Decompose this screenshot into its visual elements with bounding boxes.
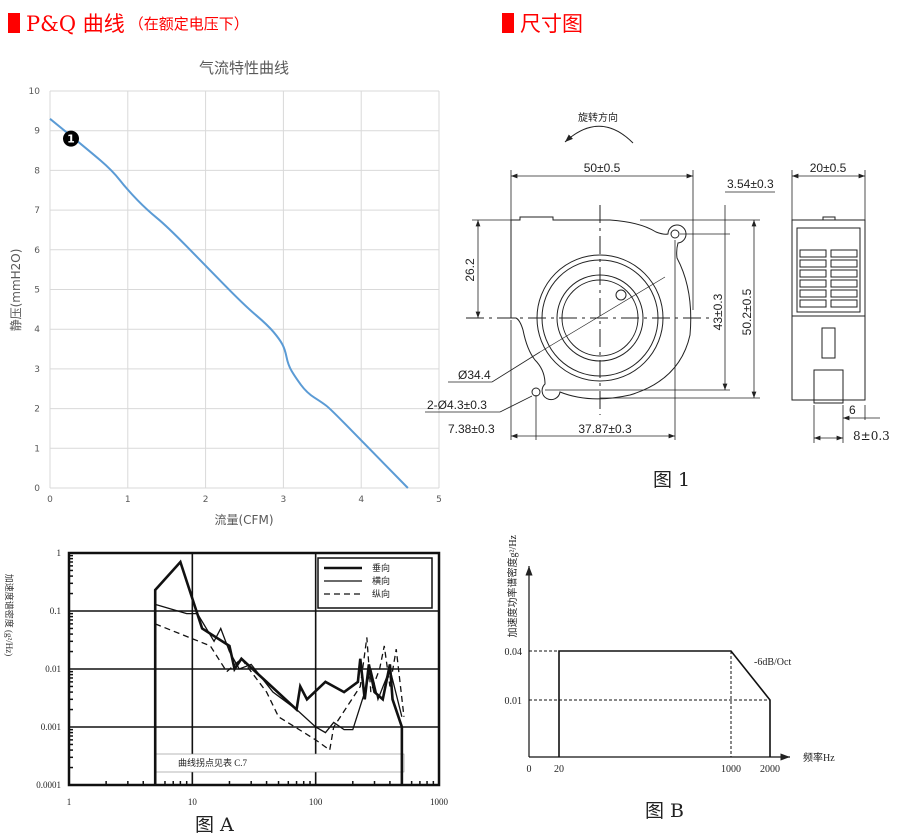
- vent-slot: [830, 279, 858, 288]
- figure-b-caption: 图 B: [645, 800, 685, 822]
- x-tick-label: 2: [203, 495, 209, 505]
- x-tick-label: 100: [309, 797, 323, 807]
- legend-label: 纵向: [372, 588, 390, 599]
- y-tick-label: 1: [34, 444, 40, 454]
- x-tick-label: 10: [188, 797, 198, 807]
- y-tick-label: 8: [34, 166, 40, 176]
- y-tick-label: 7: [34, 206, 40, 216]
- dim-x-738: 7.38±0.3: [448, 422, 495, 436]
- dim-outlet-6: 6: [849, 403, 856, 417]
- chart-a-y-label: 加速度谱密度 (g²/Hz): [4, 574, 15, 656]
- x-tick-label: 20: [554, 764, 564, 775]
- figure-a-caption: 图 A: [195, 814, 234, 836]
- vent-slot: [799, 259, 827, 268]
- chart-b-x-label: 频率Hz: [803, 751, 835, 764]
- y-tick-label: 6: [34, 246, 40, 256]
- vent-slot: [799, 279, 827, 288]
- figure-1-caption: 图 1: [653, 469, 691, 491]
- x-tick-label: 1000: [721, 764, 741, 775]
- x-tick-label: 0: [47, 495, 53, 505]
- y-tick-label: 10: [29, 87, 41, 97]
- x-tick-label: 1: [67, 797, 72, 807]
- y-tick-label: 0.1: [50, 606, 61, 616]
- y-tick-label: 0.01: [45, 664, 61, 674]
- vent-slot: [830, 299, 858, 308]
- y-tick-label: 1: [57, 548, 62, 558]
- x-tick-label: 4: [358, 495, 364, 505]
- vent-slot: [799, 299, 827, 308]
- vent-slot: [830, 249, 858, 258]
- y-tick-label: 0.001: [41, 722, 61, 732]
- y-tick-label: 0.0001: [36, 780, 61, 790]
- dim-diameter: Ø34.4: [458, 368, 491, 382]
- series-line-thin: [155, 603, 403, 734]
- x-tick-label: 1: [125, 495, 131, 505]
- psd-profile-line: [558, 650, 771, 757]
- dim-side-width: 20±0.5: [810, 161, 847, 175]
- pq-title: P&Q 曲线: [26, 12, 125, 36]
- dim-x-3787: 37.87±0.3: [578, 422, 632, 436]
- y-tick-label: 5: [34, 286, 40, 296]
- dim-top-offset: 3.54±0.3: [727, 177, 774, 191]
- y-tick-label: 4: [34, 325, 40, 335]
- pq-curve: [49, 118, 409, 489]
- vent-slot: [799, 289, 827, 298]
- x-tick-label: 5: [436, 495, 442, 505]
- dimension-section-header: 尺寸图: [502, 8, 583, 38]
- dim-width: 50±0.5: [584, 161, 621, 175]
- legend-label: 垂向: [372, 562, 390, 573]
- point-marker-label: 1: [67, 133, 75, 146]
- dim-outlet-8: 8±0.3: [853, 429, 890, 443]
- x-tick-label: 3: [281, 495, 287, 505]
- chart-a-note: 曲线拐点见表 C.7: [178, 757, 248, 768]
- y-tick-label: 0: [34, 484, 40, 494]
- pq-subtitle: （在额定电压下）: [128, 14, 249, 33]
- pq-section-header: P&Q 曲线 （在额定电压下）: [8, 8, 249, 38]
- vent-slot: [799, 269, 827, 278]
- red-marker-icon: [502, 13, 514, 33]
- legend-label: 横向: [372, 575, 390, 586]
- series-line-thick: [153, 559, 404, 785]
- y-tick-label: 0.04: [505, 647, 523, 658]
- dim-height-26: 26.2: [463, 258, 477, 282]
- dim-height-43: 43±0.3: [711, 293, 725, 330]
- dim-height-50: 50.2±0.5: [740, 288, 754, 335]
- point-marker: 1: [63, 130, 80, 147]
- pq-x-label: 流量(CFM): [215, 513, 274, 527]
- y-tick-label: 3: [34, 365, 40, 375]
- chart-b-y-label: 加速度功率谱密度g²/Hz: [506, 534, 519, 637]
- x-tick-label: 2000: [760, 764, 780, 775]
- pq-chart-title: 气流特性曲线: [199, 59, 289, 77]
- x-tick-label: 0: [527, 764, 532, 775]
- y-tick-label: 0.01: [505, 696, 523, 707]
- pq-y-label: 静压(mmH2O): [9, 249, 23, 332]
- vent-slot: [830, 269, 858, 278]
- dim-holes: 2-Ø4.3±0.3: [427, 398, 487, 412]
- fan-front-view: [466, 205, 710, 415]
- series-line-dashed: [154, 623, 405, 752]
- vent-slot: [830, 259, 858, 268]
- rotation-label: 旋转方向: [578, 111, 618, 124]
- dimension-title: 尺寸图: [520, 12, 583, 36]
- fan-side-view: [791, 170, 880, 443]
- vent-slot: [830, 289, 858, 298]
- vent-slot: [799, 249, 827, 258]
- rotation-arrow-icon: [564, 125, 634, 144]
- x-tick-label: 1000: [430, 797, 449, 807]
- y-tick-label: 9: [34, 127, 40, 137]
- y-tick-label: 2: [34, 405, 40, 415]
- chart-b-annotation: -6dB/Oct: [754, 657, 791, 668]
- red-marker-icon: [8, 13, 20, 33]
